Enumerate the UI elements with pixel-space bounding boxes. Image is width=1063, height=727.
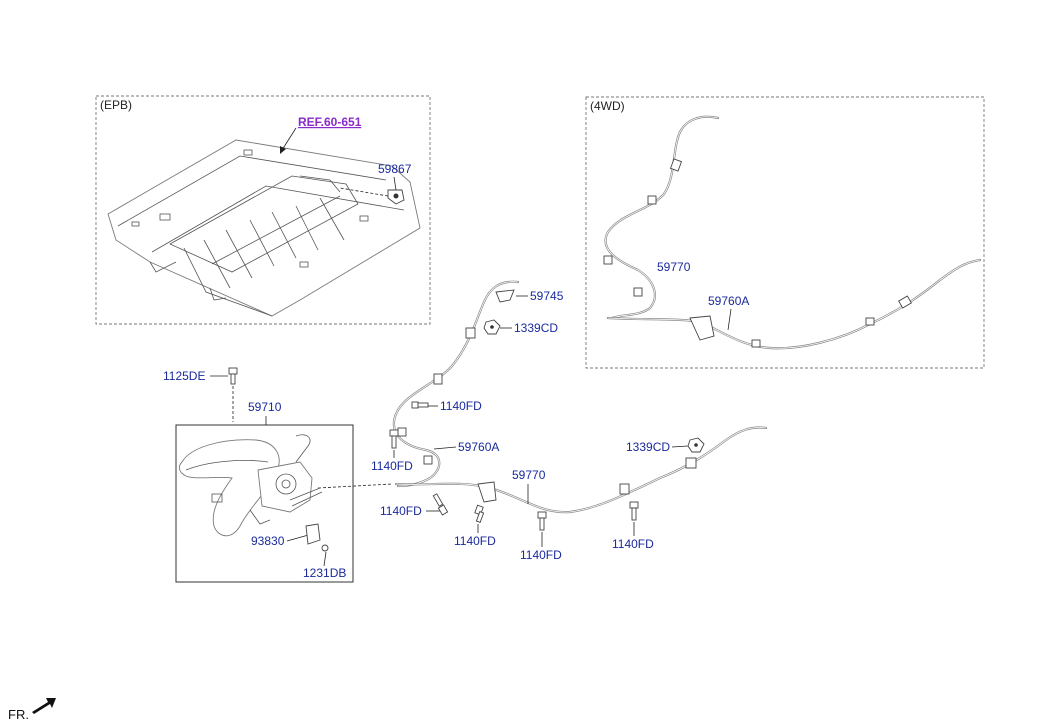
screw-1231db-icon <box>321 544 329 552</box>
switch-93830-icon <box>305 523 321 545</box>
label-1339cd-lower[interactable]: 1339CD <box>626 440 670 454</box>
bracket-59745-icon <box>495 289 515 303</box>
fourwd-section: (4WD) 59770 59760A <box>585 96 985 369</box>
parking-lever-drawing <box>178 434 323 537</box>
ref-label[interactable]: REF.60-651 <box>298 115 362 129</box>
label-59710[interactable]: 59710 <box>248 400 282 414</box>
bolt-1140fd-4-icon <box>474 504 485 523</box>
bolt-1140fd-2-icon <box>389 429 399 449</box>
nut-1339cd-lower-icon <box>687 437 705 453</box>
label-1140fd-1[interactable]: 1140FD <box>440 399 482 413</box>
bolt-1140fd-6-icon <box>629 501 639 521</box>
label-1125de[interactable]: 1125DE <box>163 369 205 383</box>
label-59770-main[interactable]: 59770 <box>512 468 546 482</box>
connector-59867-icon <box>387 189 405 205</box>
label-1140fd-6[interactable]: 1140FD <box>612 537 654 551</box>
bolt-1125de-icon <box>228 367 238 385</box>
fr-arrow-icon <box>32 698 56 714</box>
floor-panel-drawing <box>107 139 421 317</box>
label-59760a-4wd[interactable]: 59760A <box>708 294 749 308</box>
nut-1339cd-upper-icon <box>483 319 501 335</box>
main-cable-59760a <box>392 280 520 488</box>
lever-assembly-box <box>175 424 354 583</box>
bolt-1140fd-3-icon <box>432 493 449 516</box>
label-1140fd-3[interactable]: 1140FD <box>380 504 422 518</box>
bolt-1140fd-1-icon <box>411 401 429 409</box>
direction-indicator: FR. <box>8 698 56 722</box>
epb-section: (EPB) REF.60-651 <box>95 95 431 325</box>
label-59760a-main[interactable]: 59760A <box>458 440 499 454</box>
label-93830[interactable]: 93830 <box>251 534 285 548</box>
label-1140fd-4[interactable]: 1140FD <box>454 534 496 548</box>
fourwd-dashed-box <box>585 96 985 369</box>
label-1339cd-upper[interactable]: 1339CD <box>514 321 558 335</box>
epb-box-label: (EPB) <box>100 98 132 112</box>
label-59867[interactable]: 59867 <box>378 162 412 176</box>
direction-label: FR. <box>8 707 29 722</box>
label-59770-4wd[interactable]: 59770 <box>657 260 691 274</box>
label-1231db[interactable]: 1231DB <box>303 566 346 580</box>
fourwd-box-label: (4WD) <box>590 99 625 113</box>
cable-59770-4wd <box>604 115 720 320</box>
lever-assembly-section: 93830 1231DB <box>175 424 354 583</box>
main-cable-59770 <box>394 426 768 514</box>
ref-arrow-head <box>280 146 286 154</box>
bolt-1140fd-5-icon <box>537 511 547 531</box>
epb-dashed-box <box>95 95 431 325</box>
ref-leader-line <box>281 127 297 151</box>
label-1140fd-5[interactable]: 1140FD <box>520 548 562 562</box>
label-59745[interactable]: 59745 <box>530 289 564 303</box>
label-1140fd-2[interactable]: 1140FD <box>371 459 413 473</box>
